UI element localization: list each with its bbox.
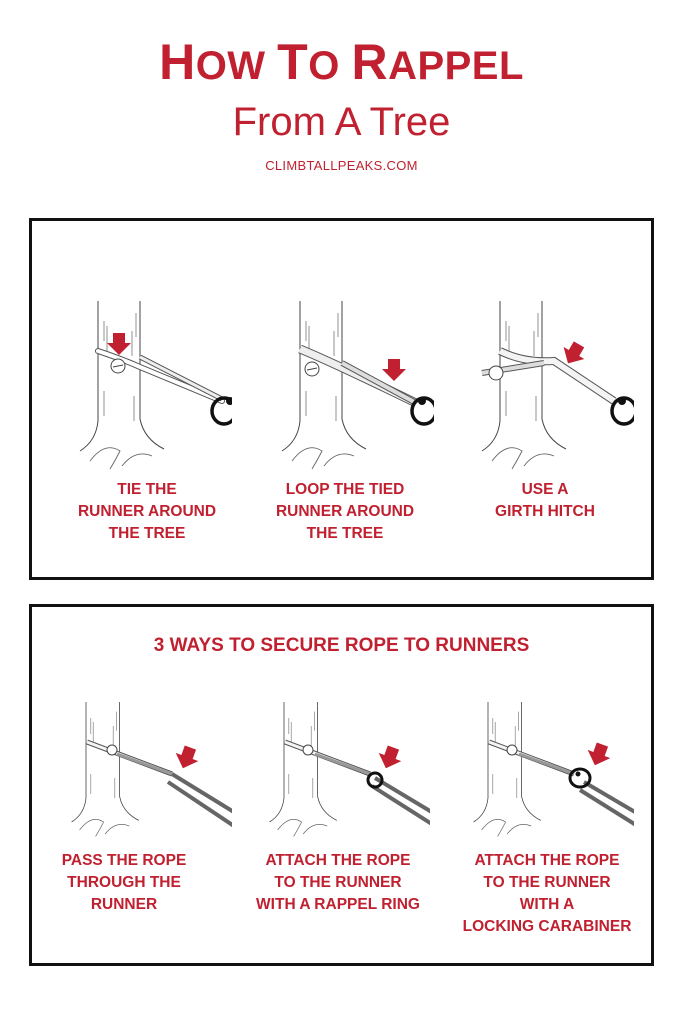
title-part: APPEL (388, 44, 524, 88)
secure-rope-panel: 3 WAYS TO SECURE ROPE TO RUNNERS PASS TH… (29, 604, 654, 966)
rappel-ring-illustration (269, 702, 430, 837)
rope-through-runner-illustration (71, 702, 232, 837)
page-title: HOW TO RAPPEL (0, 32, 683, 96)
title-part: T (277, 34, 309, 90)
section-heading: 3 WAYS TO SECURE ROPE TO RUNNERS (153, 635, 530, 656)
page-subtitle: From A Tree (232, 100, 451, 144)
site-url: CLIMBTALLPEAKS.COM (265, 158, 418, 173)
locking-carabiner-illustration (473, 702, 634, 837)
tied-runner-illustration (79, 301, 232, 470)
title-part: R (351, 34, 389, 90)
looped-runner-illustration (281, 301, 434, 470)
title-part: H (159, 34, 196, 90)
title-part: OW (195, 44, 278, 88)
girth-hitch-illustration (481, 301, 634, 470)
title-part: O (308, 44, 352, 88)
